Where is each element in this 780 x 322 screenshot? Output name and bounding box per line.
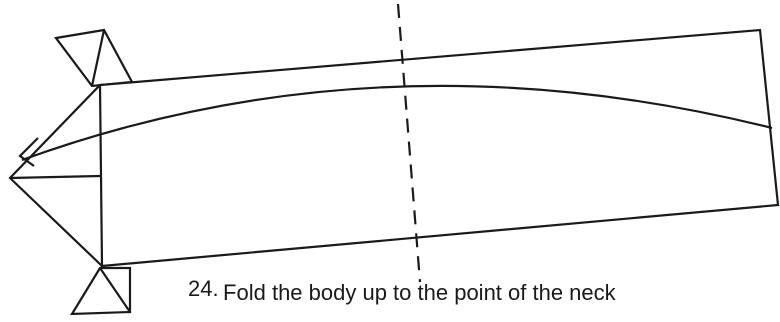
neck-curve (21, 84, 773, 162)
instruction-caption: 24. Fold the body up to the point of the… (188, 276, 616, 306)
step-instruction-text: Fold the body up to the point of the nec… (223, 280, 616, 305)
body-panel (98, 28, 780, 268)
upper-flap-crease (90, 29, 106, 87)
lower-flap-crease (99, 267, 131, 313)
lower-flap (70, 266, 132, 316)
beak-arrow (18, 137, 39, 167)
valley-fold-line (396, 3, 422, 283)
head-crease (9, 174, 101, 180)
step-number: 24. (188, 276, 219, 301)
